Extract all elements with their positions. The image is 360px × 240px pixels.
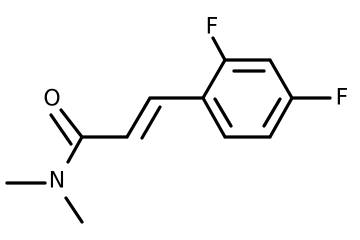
atom-label-f-ortho: F [206, 15, 219, 40]
bond-ring-c1-c2 [201, 58, 227, 100]
bond-ring-c3-c4 [268, 58, 294, 100]
bond-vinyl-double [125, 96, 152, 139]
bond-ring-double-inner-3 [213, 97, 233, 128]
atom-label-f-para: F [336, 86, 349, 111]
bond-ring-c6-c1 [201, 96, 227, 139]
atom-label-n-amide: N [49, 169, 65, 194]
bond-carbonyl-o-double [49, 113, 73, 146]
bond-carbonyl-o [59, 108, 84, 139]
bond-n-methyl-right [64, 196, 84, 224]
bond-c2-f-ortho [211, 36, 227, 62]
bond-vinyl-double-inner [140, 105, 162, 140]
bond-carbonyl-n [66, 135, 84, 164]
chemical-structure-diagram: F F O N [5, 15, 349, 224]
atom-label-o-carbonyl: O [43, 87, 60, 112]
bond-ring-double-inner-2 [262, 97, 282, 128]
bond-ring-c4-c5 [268, 96, 294, 139]
